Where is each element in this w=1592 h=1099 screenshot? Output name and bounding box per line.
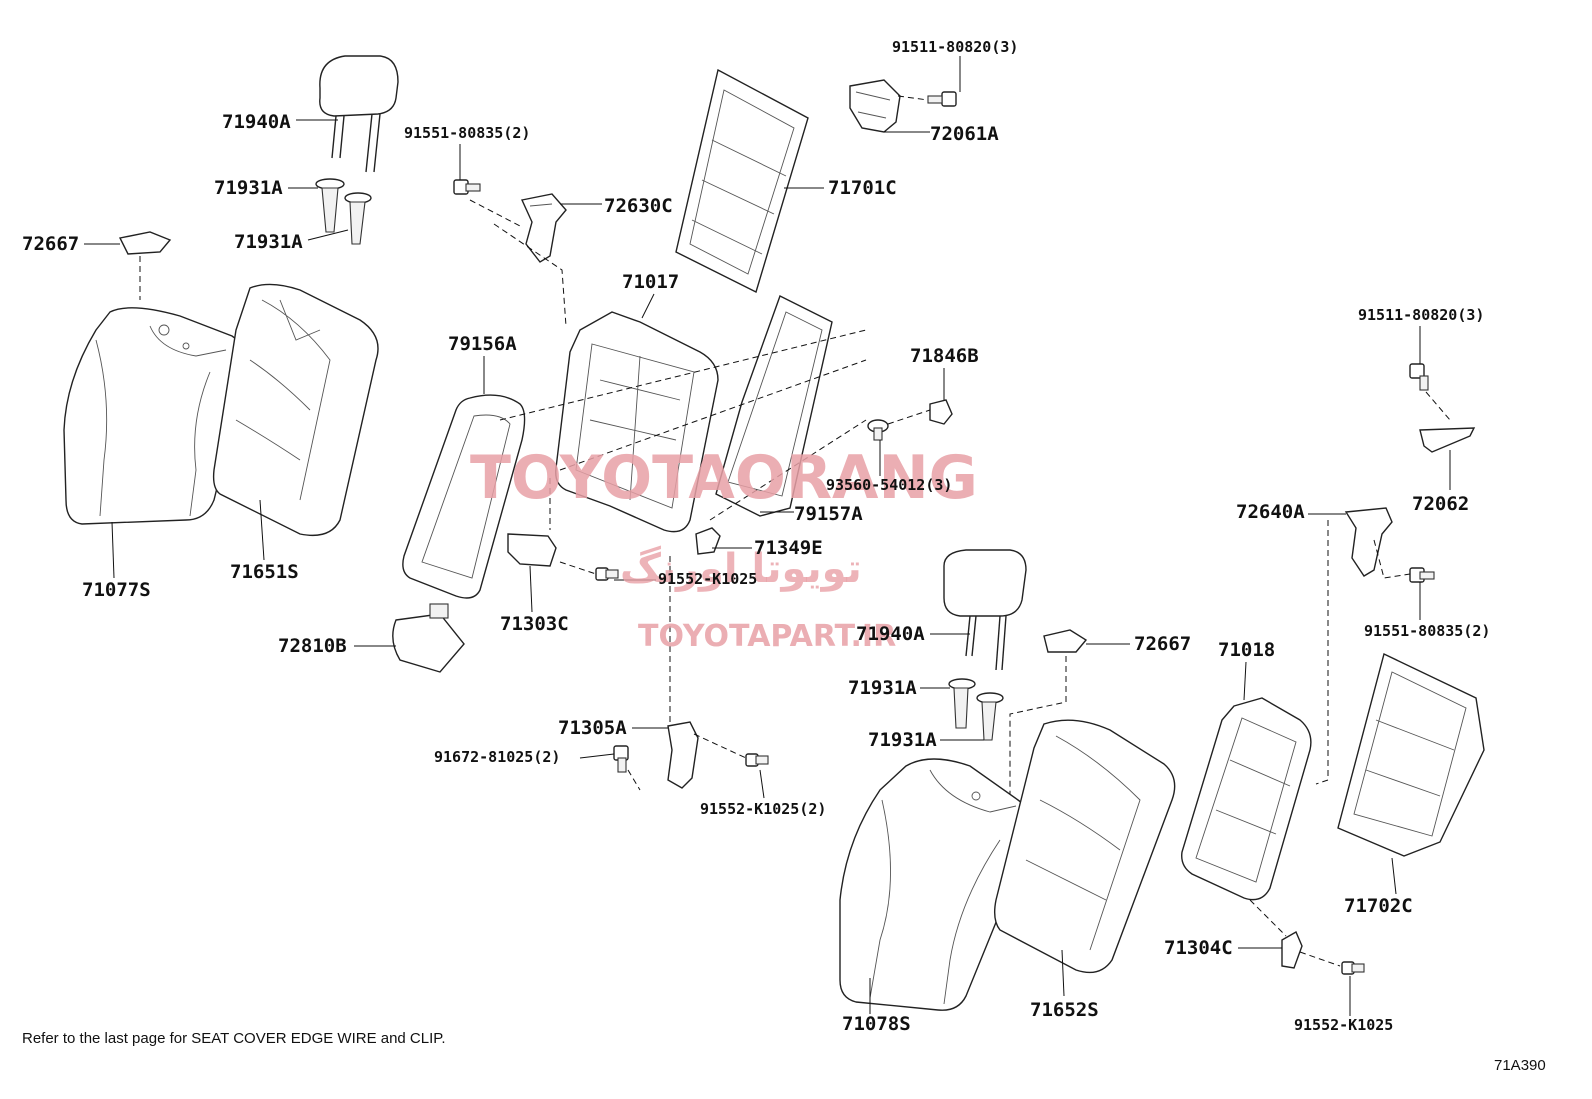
back-board-71701C	[675, 68, 809, 293]
label-79156A: 79156A	[448, 333, 517, 355]
label-71017: 71017	[622, 271, 679, 293]
seatback-frame-71017	[555, 311, 719, 533]
clip-72667-right	[1043, 629, 1088, 653]
watermark-persian: تویوتا اورنگ	[620, 545, 862, 592]
bolt-91511-top	[927, 91, 957, 107]
label-71846B: 71846B	[910, 345, 979, 367]
latch-72640A	[1344, 507, 1393, 577]
label-91552-c: 91552-K1025	[1294, 1016, 1393, 1034]
label-72061A: 72061A	[930, 123, 999, 145]
seatback-pad-right	[993, 719, 1176, 974]
label-71349E: 71349E	[754, 537, 823, 559]
leader-lines	[84, 56, 1451, 1016]
headrest-right	[943, 549, 1027, 671]
label-91672: 91672-81025(2)	[434, 748, 560, 766]
label-71078S: 71078S	[842, 1013, 911, 1035]
hook-72062	[1419, 427, 1476, 453]
latch-72061A	[849, 79, 901, 133]
label-71940A-left: 71940A	[222, 111, 291, 133]
bolt-91552-a	[595, 567, 619, 581]
label-72667-left: 72667	[22, 233, 79, 255]
bracket-72810B	[392, 603, 465, 673]
clip-72667-left	[118, 231, 172, 255]
bolt-91552-b	[745, 753, 769, 767]
seatback-pad-left	[212, 283, 379, 537]
screw-93560	[867, 419, 889, 441]
bolt-91552-c	[1341, 961, 1365, 975]
hinge-71304C	[1281, 931, 1303, 969]
label-71018: 71018	[1218, 639, 1275, 661]
back-board-71702C	[1337, 653, 1485, 857]
diagram-code: 71A390	[1494, 1057, 1546, 1074]
label-91551-right: 91551-80835(2)	[1364, 622, 1490, 640]
watermark-site: TOYOTAPART.IR	[638, 619, 896, 654]
label-91511-right: 91511-80820(3)	[1358, 306, 1484, 324]
label-72810B: 72810B	[278, 635, 347, 657]
label-71077S: 71077S	[82, 579, 151, 601]
footnote: Refer to the last page for SEAT COVER ED…	[22, 1030, 446, 1047]
label-71701C: 71701C	[828, 177, 897, 199]
label-71304C: 71304C	[1164, 937, 1233, 959]
bolt-91551-right	[1409, 567, 1435, 583]
label-93560: 93560-54012(3)	[826, 476, 952, 494]
label-71303C: 71303C	[500, 613, 569, 635]
label-91552-b: 91552-K1025(2)	[700, 800, 826, 818]
bolt-91511-right	[1409, 363, 1429, 391]
label-71931A-3: 71931A	[848, 677, 917, 699]
seatback-frame-71018	[1181, 697, 1312, 901]
label-71651S: 71651S	[230, 561, 299, 583]
label-91511-top: 91511-80820(3)	[892, 38, 1018, 56]
label-91551-left: 91551-80835(2)	[404, 124, 530, 142]
label-72062: 72062	[1412, 493, 1469, 515]
seatback-cushion-right	[839, 758, 1035, 1011]
hinge-71303C	[507, 533, 557, 567]
headrest-left	[319, 55, 399, 173]
seatback-cushion-left	[63, 307, 248, 525]
bolt-91672	[613, 745, 629, 773]
latch-72630C	[520, 193, 567, 263]
label-71931A-4: 71931A	[868, 729, 937, 751]
label-72640A: 72640A	[1236, 501, 1305, 523]
label-79157A: 79157A	[794, 503, 863, 525]
label-71940A-right: 71940A	[856, 623, 925, 645]
clip-71846B	[929, 399, 953, 425]
label-71652S: 71652S	[1030, 999, 1099, 1021]
label-71702C: 71702C	[1344, 895, 1413, 917]
label-72667-right: 72667	[1134, 633, 1191, 655]
label-71931A-1: 71931A	[214, 177, 283, 199]
bolt-91551-left	[453, 179, 481, 195]
headrest-guides-left	[315, 178, 372, 245]
label-72630C: 72630C	[604, 195, 673, 217]
panel-79157A	[715, 295, 833, 517]
watermark-brand: TOYOTAORANG	[470, 443, 978, 513]
bracket-71305A	[667, 721, 699, 789]
headrest-guides-right	[948, 678, 1004, 741]
side-panel-79156A	[402, 394, 526, 599]
label-91552-a: 91552-K1025	[658, 570, 757, 588]
label-71305A: 71305A	[558, 717, 627, 739]
label-71931A-2: 71931A	[234, 231, 303, 253]
